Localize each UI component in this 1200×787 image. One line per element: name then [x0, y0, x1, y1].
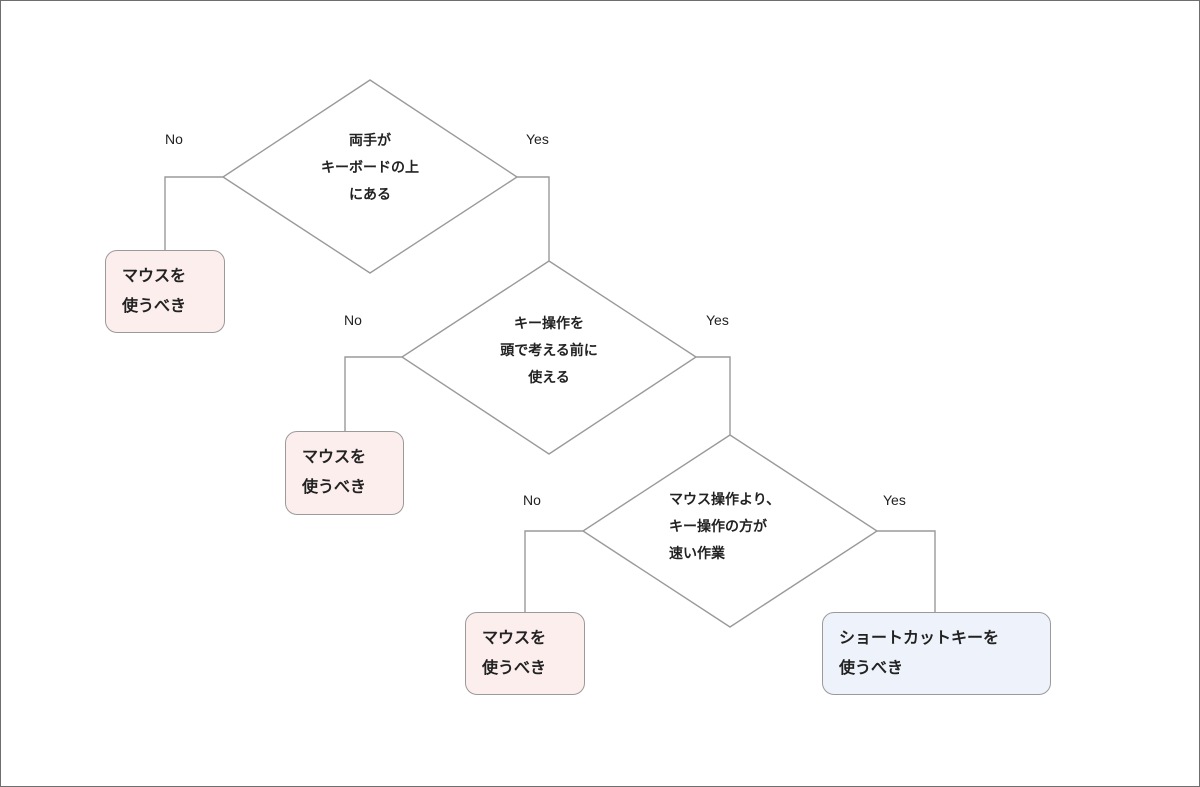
decision-diamond-2: [400, 260, 698, 455]
connector-d3-no: [524, 530, 583, 612]
decision-1-line-3: にある: [349, 187, 391, 203]
decision-1-yes-label: Yes: [526, 131, 549, 147]
outcome-shortcut: ショートカットキーを 使うべき: [822, 612, 1051, 695]
decision-2-no-label: No: [344, 312, 362, 328]
decision-1-text: 両手が キーボードの上 にある: [300, 128, 440, 209]
outcome-mouse-2-line-1: マウスを: [302, 447, 367, 466]
decision-3-text: マウス操作より、 キー操作の方が 速い作業: [669, 487, 819, 568]
outcome-mouse-3-line-1: マウスを: [482, 628, 547, 647]
outcome-mouse-1: マウスを 使うべき: [105, 250, 225, 333]
outcome-shortcut-line-2: 使うべき: [839, 658, 904, 677]
decision-1-no-label: No: [165, 131, 183, 147]
connector-d3-yes: [877, 530, 936, 612]
decision-3-line-1: マウス操作より、: [669, 492, 781, 508]
decision-3-line-3: 速い作業: [669, 546, 725, 562]
decision-3-yes-label: Yes: [883, 492, 906, 508]
connector-d1-no: [164, 176, 223, 250]
decision-3-no-label: No: [523, 492, 541, 508]
decision-2-line-1: キー操作を: [514, 316, 584, 332]
decision-1-line-1: 両手が: [349, 133, 391, 149]
outcome-mouse-1-line-2: 使うべき: [122, 296, 187, 315]
decision-diamond-3: [581, 434, 879, 628]
outcome-shortcut-line-1: ショートカットキーを: [839, 628, 1000, 647]
decision-2-line-2: 頭で考える前に: [500, 343, 598, 359]
decision-2-line-3: 使える: [528, 370, 570, 386]
decision-2-text: キー操作を 頭で考える前に 使える: [479, 311, 619, 392]
connector-d1-yes: [517, 176, 550, 261]
decision-1-line-2: キーボードの上: [321, 160, 419, 176]
outcome-mouse-2: マウスを 使うべき: [285, 431, 404, 515]
connector-d2-yes: [696, 356, 731, 435]
decision-diamond-1: [221, 79, 519, 274]
outcome-mouse-3-line-2: 使うべき: [482, 658, 547, 677]
decision-3-line-2: キー操作の方が: [669, 519, 767, 535]
outcome-mouse-1-line-1: マウスを: [122, 266, 187, 285]
connector-d2-no: [344, 356, 402, 431]
outcome-mouse-2-line-2: 使うべき: [302, 477, 367, 496]
decision-2-yes-label: Yes: [706, 312, 729, 328]
outcome-mouse-3: マウスを 使うべき: [465, 612, 585, 695]
